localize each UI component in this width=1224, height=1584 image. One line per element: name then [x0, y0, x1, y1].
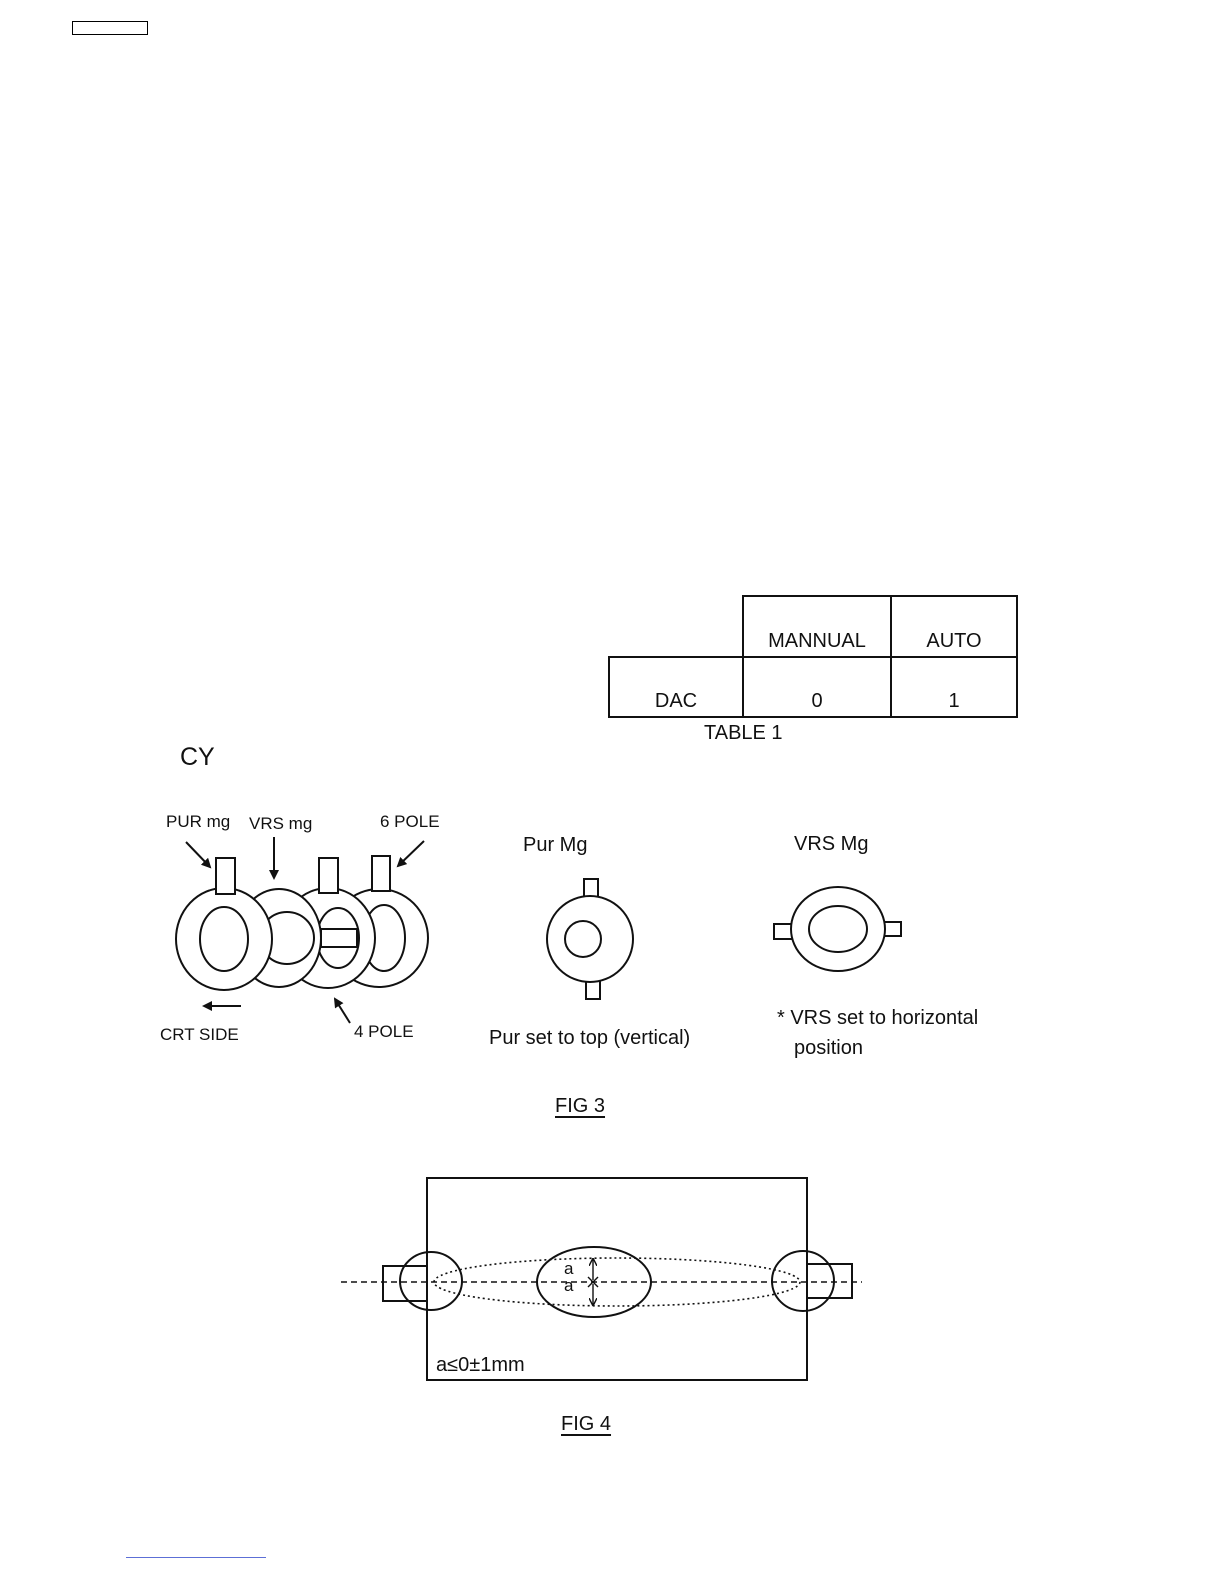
six-pole-arrow: [398, 841, 424, 866]
pur-mg-arrow: [186, 842, 210, 867]
fig4-screen-frame: [427, 1178, 807, 1380]
fig4-right-tab: [807, 1264, 852, 1298]
fig4-left-circle: [400, 1252, 462, 1310]
bottom-link-underline: [126, 1557, 266, 1558]
vrs-mg-detail-drawing: [774, 887, 901, 971]
pur-mg-ring: [176, 858, 272, 990]
fig4-right-circle: [772, 1251, 834, 1311]
four-pole-arrow: [335, 999, 350, 1023]
pur-mg-detail-drawing: [547, 879, 633, 999]
